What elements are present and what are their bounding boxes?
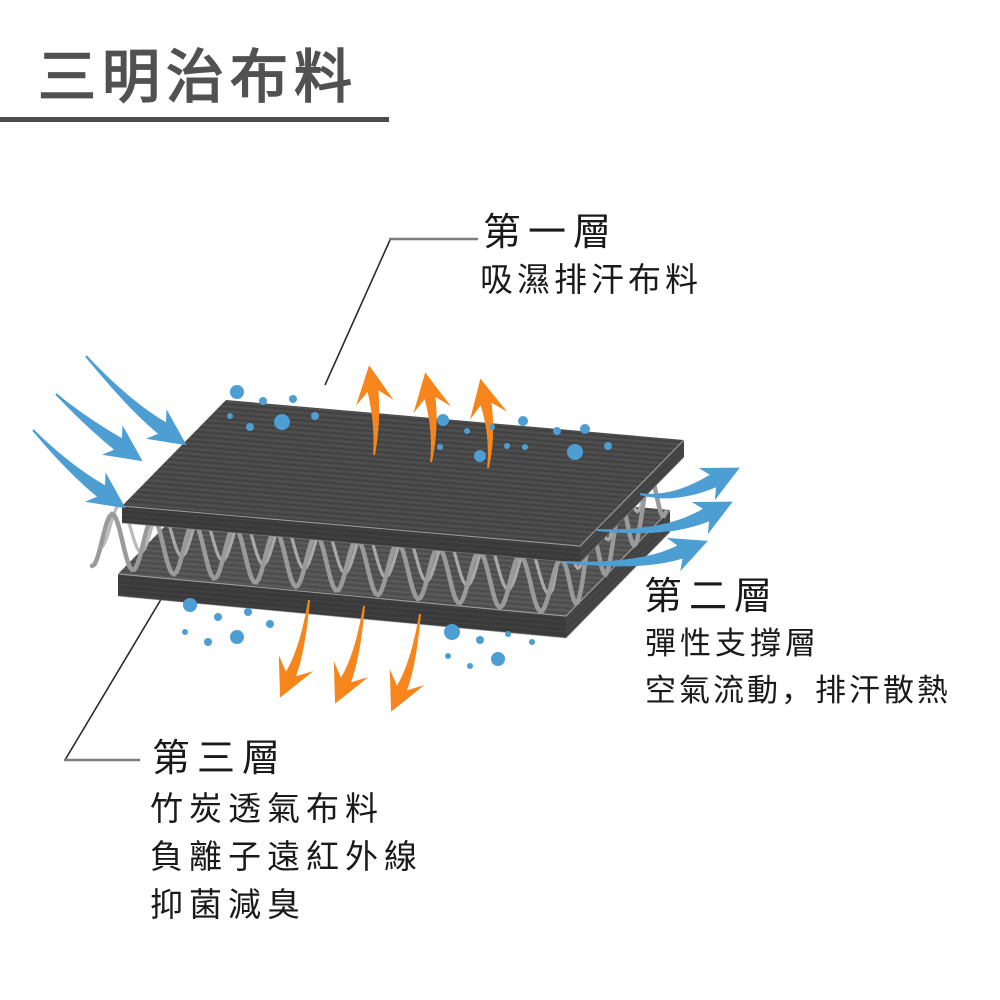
layer2-description-2: 空氣流動，排汗散熱 bbox=[645, 673, 951, 708]
moisture-dots-icon bbox=[182, 385, 612, 669]
heat-down-arrows-icon bbox=[278, 599, 425, 712]
layer3-label: 第三層 bbox=[152, 738, 288, 780]
airflow-out-arrows-icon bbox=[562, 467, 740, 572]
layer2-label: 第二層 bbox=[644, 576, 780, 618]
layer1-label: 第一層 bbox=[483, 212, 619, 254]
title-underline bbox=[0, 117, 389, 122]
heat-up-arrows-icon bbox=[356, 365, 508, 469]
airflow-in-arrows-icon bbox=[32, 355, 187, 509]
layer3-description-3: 抑菌減臭 bbox=[150, 886, 306, 923]
layer1-description: 吸濕排汗布料 bbox=[480, 261, 702, 298]
label-connector-lines bbox=[64, 237, 478, 762]
layer3-description-2: 負離子遠紅外線 bbox=[150, 838, 423, 875]
page-title: 三明治布料 bbox=[38, 45, 359, 110]
layer3-description-1: 竹炭透氣布料 bbox=[150, 790, 384, 827]
top-fabric-layer bbox=[121, 400, 685, 564]
layer2-description-1: 彈性支撐層 bbox=[645, 626, 820, 661]
